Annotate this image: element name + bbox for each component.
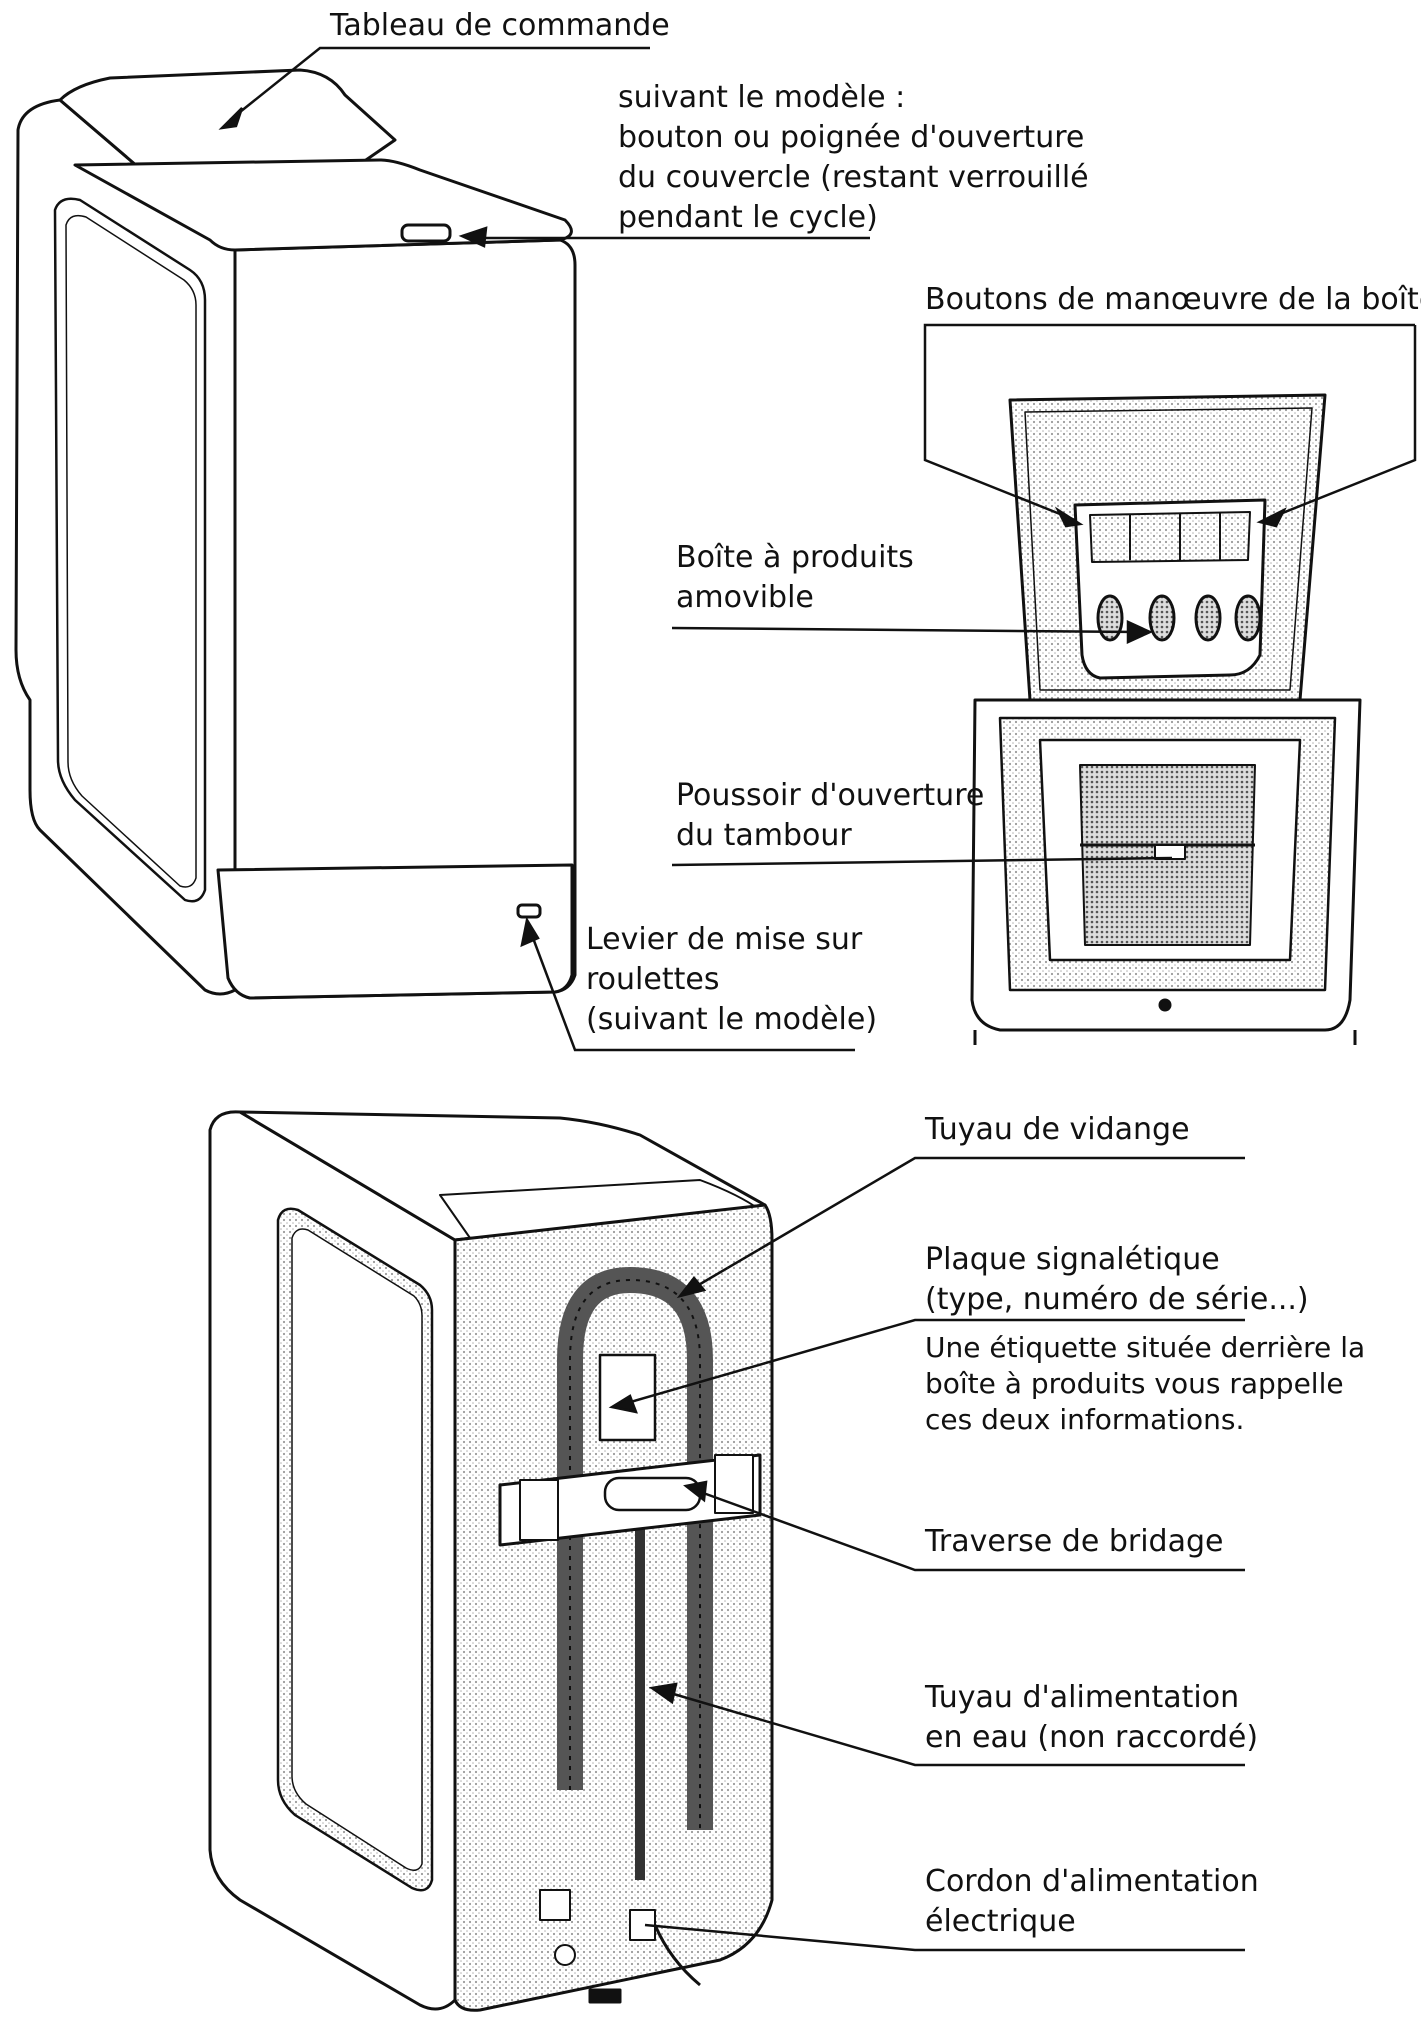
label-etiquette-line-1: Une étiquette située derrière la <box>925 1331 1366 1364</box>
label-cordon: Cordon d'alimentation électrique <box>925 1862 1259 1942</box>
label-poussoir: Poussoir d'ouverture du tambour <box>676 776 984 856</box>
label-lid-handle-line-4: pendant le cycle) <box>618 200 878 235</box>
label-etiquette-line-3: ces deux informations. <box>925 1403 1245 1436</box>
label-lid-handle-line-1: suivant le modèle : <box>618 80 906 115</box>
label-plaque-line-2: (type, numéro de série...) <box>925 1282 1309 1317</box>
label-levier-line-2: roulettes <box>586 962 720 997</box>
label-plaque-line-1: Plaque signalétique <box>925 1242 1220 1277</box>
label-tuyau-vidange: Tuyau de vidange <box>925 1112 1190 1147</box>
label-boite-produits-line-2: amovible <box>676 580 814 615</box>
label-levier: Levier de mise sur roulettes (suivant le… <box>586 920 877 1040</box>
open-machine <box>970 393 1362 1045</box>
label-boite-produits-line-1: Boîte à produits <box>676 540 914 575</box>
label-poussoir-line-2: du tambour <box>676 818 852 853</box>
label-cordon-line-2: électrique <box>925 1904 1076 1939</box>
label-lid-handle: suivant le modèle : bouton ou poignée d'… <box>618 78 1089 238</box>
label-lid-handle-line-3: du couvercle (restant verrouillé <box>618 160 1089 195</box>
label-levier-line-3: (suivant le modèle) <box>586 1002 878 1037</box>
label-tuyau-alim-line-1: Tuyau d'alimentation <box>925 1680 1240 1715</box>
leader-lines <box>218 46 1417 1952</box>
label-etiquette: Une étiquette située derrière la boîte à… <box>925 1330 1365 1438</box>
label-traverse: Traverse de bridage <box>925 1524 1224 1559</box>
label-boite-produits: Boîte à produits amovible <box>676 538 914 618</box>
front-machine <box>14 68 577 1000</box>
back-machine <box>208 1110 774 2012</box>
label-poussoir-line-1: Poussoir d'ouverture <box>676 778 985 813</box>
label-tableau-commande: Tableau de commande <box>330 8 670 43</box>
label-cordon-line-1: Cordon d'alimentation <box>925 1864 1259 1899</box>
label-plaque: Plaque signalétique (type, numéro de sér… <box>925 1240 1309 1320</box>
label-etiquette-line-2: boîte à produits vous rappelle <box>925 1367 1344 1400</box>
label-levier-line-1: Levier de mise sur <box>586 922 863 957</box>
label-boutons-boite: Boutons de manœuvre de la boîte <box>925 282 1421 317</box>
label-tuyau-alim-line-2: en eau (non raccordé) <box>925 1720 1259 1755</box>
label-tuyau-alim: Tuyau d'alimentation en eau (non raccord… <box>925 1678 1258 1758</box>
label-lid-handle-line-2: bouton ou poignée d'ouverture <box>618 120 1085 155</box>
